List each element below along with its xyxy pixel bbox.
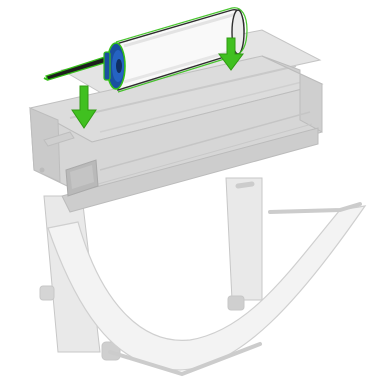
right-leg: [226, 178, 262, 300]
left-foot: [40, 286, 54, 300]
right-caster: [228, 296, 244, 310]
power-button: [40, 168, 45, 173]
